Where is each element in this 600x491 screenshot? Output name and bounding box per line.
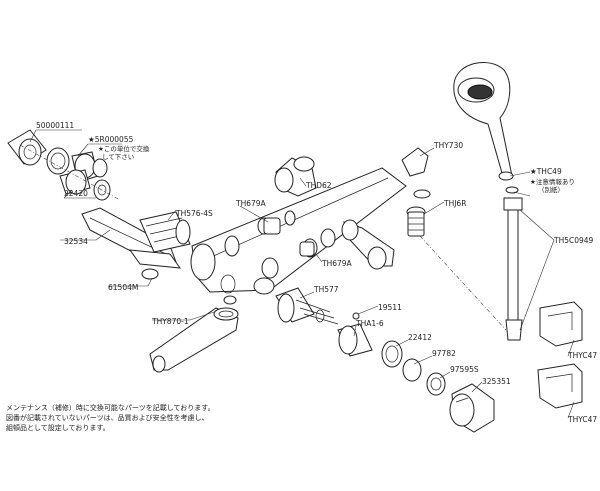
footnote-line2: 図番が記載されていないパーツは、品質および安全性を考慮し、 (6, 413, 209, 422)
part-labels: 50000111 ★5R000055 ★この単位で交換 して下さい 22420 … (36, 121, 597, 424)
label-32534: 32534 (64, 237, 88, 246)
note-thc-line1: ★注意情報あり (530, 177, 575, 186)
elbow-unions (274, 156, 395, 270)
check-valves (257, 210, 336, 258)
lever-handle-part (81, 207, 182, 280)
label-th679a-lower: TH679A (321, 259, 353, 268)
label-thj6r: THJ6R (443, 199, 466, 208)
label-th679a-upper: TH679A (235, 199, 267, 208)
hand-shower-part (419, 62, 523, 341)
thermo-cartridge-part (139, 211, 191, 253)
label-19511: 19511 (378, 303, 402, 312)
footnote: メンテナンス（補修）時に交換可能なパーツを記載しております。 図番が記載されてい… (6, 403, 215, 432)
spout-part (149, 307, 239, 373)
label-tha1: THA1-6 (355, 319, 384, 328)
label-thyc47-upper: THYC47 (567, 351, 597, 360)
label-thc49: ★THC49 (530, 167, 562, 176)
inner-cartridge-assembly (275, 287, 446, 396)
label-22412: 22412 (408, 333, 432, 342)
label-97782: 97782 (432, 349, 456, 358)
label-22420: 22420 (64, 189, 88, 198)
note-thc-line2: （別紙） (538, 185, 564, 194)
note-5r-line2: して下さい (102, 153, 134, 161)
label-thyc47-lower: THYC47 (567, 415, 597, 424)
footnote-line1: メンテナンス（補修）時に交換可能なパーツを記載しております。 (6, 403, 215, 412)
label-thy870: THY870-1 (151, 317, 189, 326)
label-th5c0949: TH5C0949 (553, 236, 594, 245)
label-th576: TH576-4S (175, 209, 213, 218)
label-325351: 325351 (482, 377, 511, 386)
faucet-body (190, 167, 407, 305)
end-cap-assembly (7, 129, 121, 201)
label-5r000055: ★5R000055 (88, 135, 134, 144)
label-61504m: 61504M (108, 283, 138, 292)
wall-hooks (537, 301, 583, 409)
label-97595s: 97595S (450, 365, 479, 374)
note-5r-line1: ★この単位で交換 (98, 144, 150, 153)
shower-elbow-part (401, 147, 431, 237)
footnote-line3: 組頓品として設定しております。 (6, 423, 110, 432)
label-thy730: THY730 (433, 141, 463, 150)
label-th577: TH577 (313, 285, 339, 294)
leader-lines (29, 129, 575, 419)
label-thd62: THD62 (305, 181, 332, 190)
label-50000111: 50000111 (36, 121, 74, 130)
temperature-knob-part (449, 383, 495, 433)
